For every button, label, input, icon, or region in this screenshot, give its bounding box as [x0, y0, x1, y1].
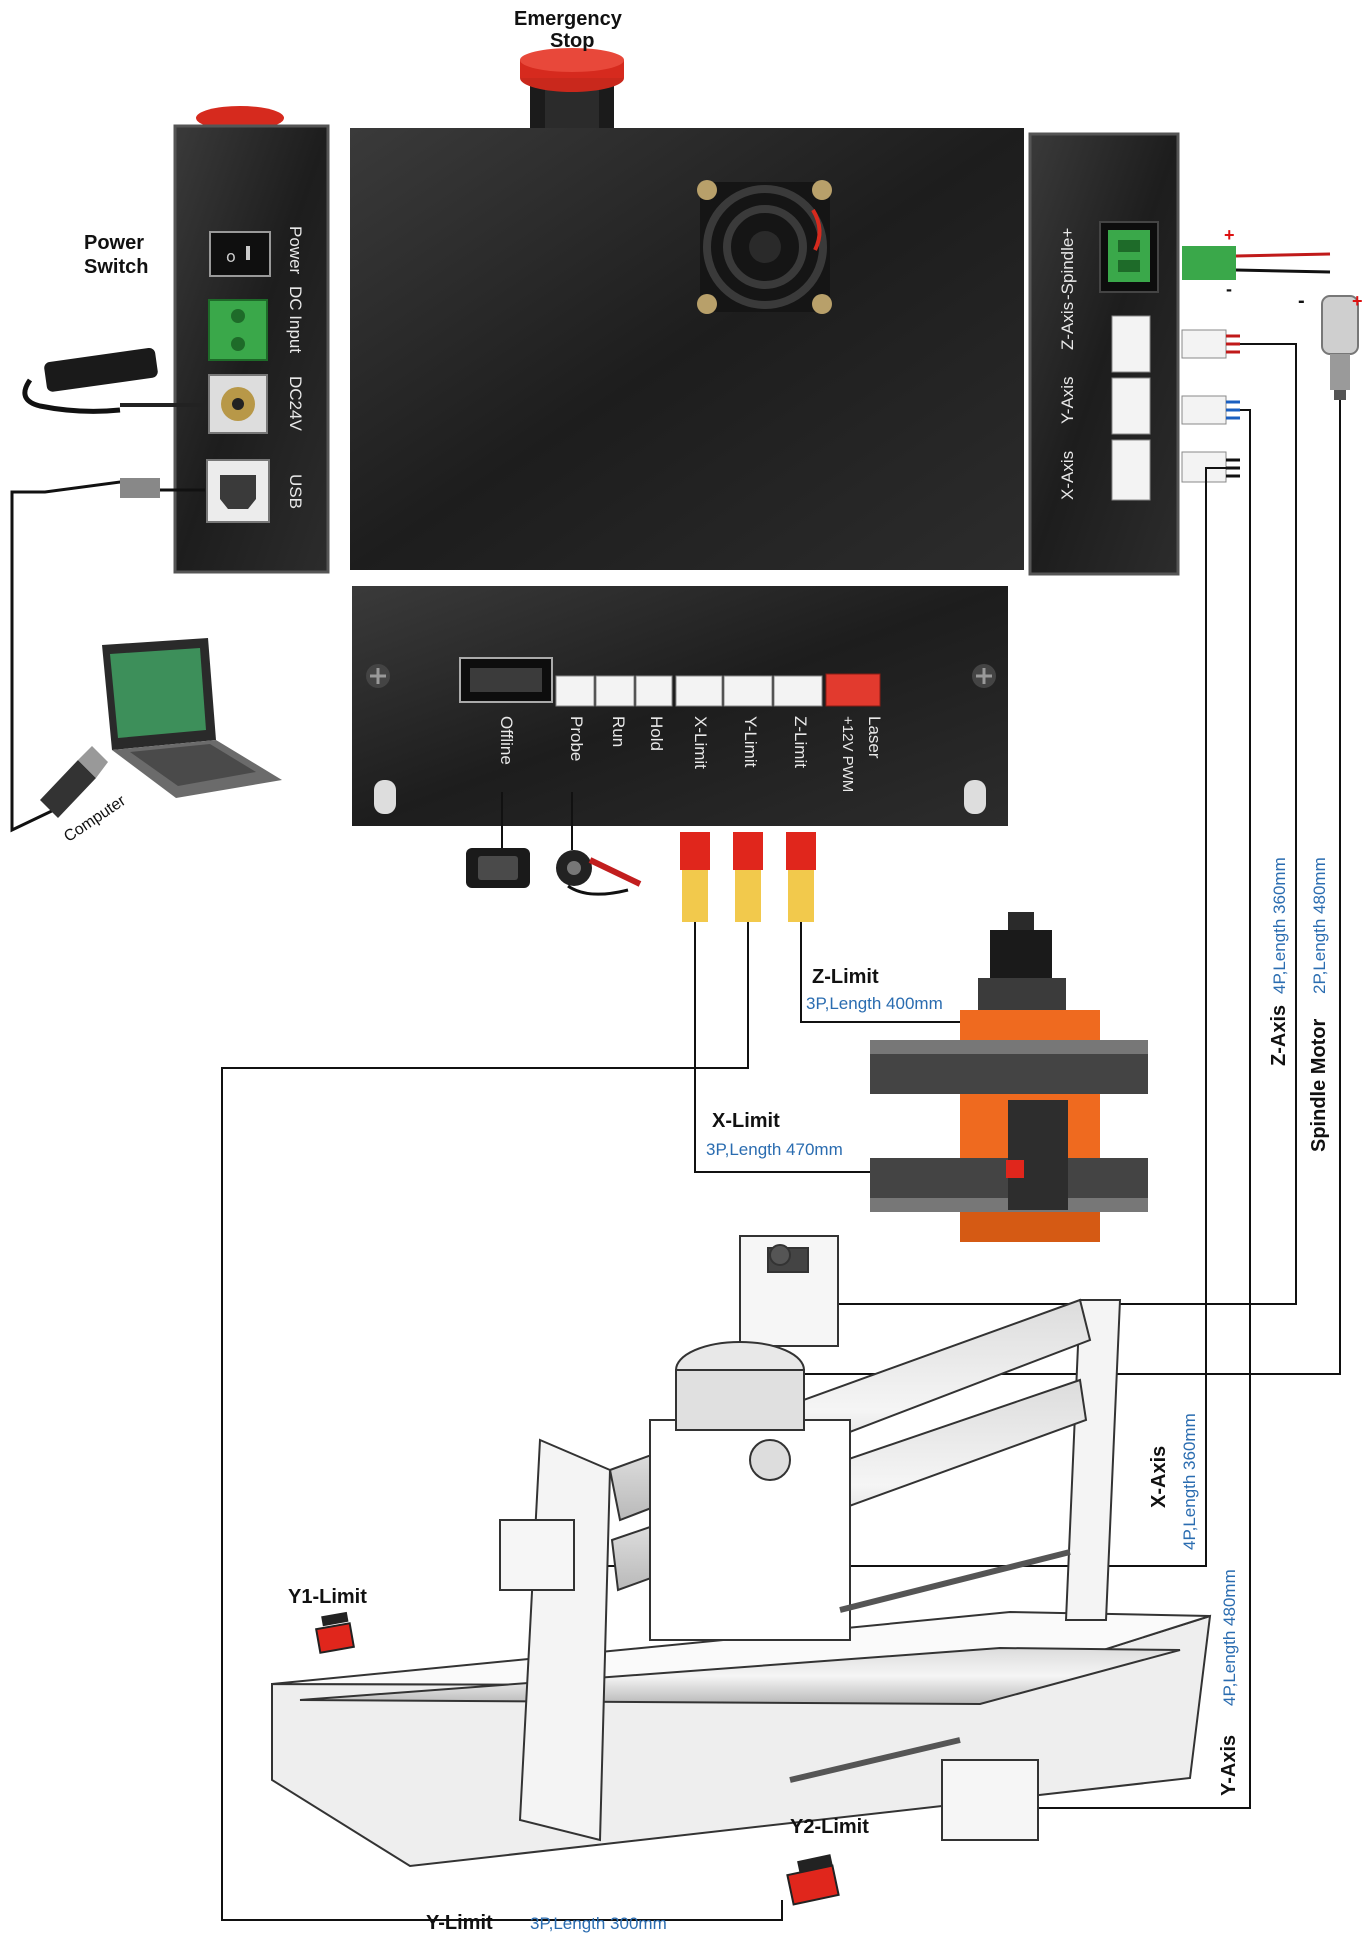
spindle-motor-icon — [1321, 295, 1359, 400]
motor-plus-marker: + — [1352, 291, 1363, 311]
usb-cable — [10, 478, 205, 833]
power-adapter-icon — [22, 347, 205, 414]
y1-limit-label: Y1-Limit — [288, 1586, 367, 1608]
motor-plugs — [1181, 329, 1240, 483]
port-label-y-axis: Y-Axis — [1058, 376, 1077, 424]
port-label-z-limit: Z-Limit — [791, 716, 810, 768]
z-axis-label: Z-Axis — [1268, 1004, 1290, 1066]
port-label-x-axis: X-Axis — [1058, 450, 1077, 500]
power-switch-label-line2: Switch — [84, 256, 149, 278]
spindle-motor-label: Spindle Motor — [1308, 1018, 1330, 1152]
y2-limit-label: Y2-Limit — [790, 1816, 869, 1838]
port-label-hold: Hold — [647, 716, 666, 751]
y-axis-spec: 4P,Length 480mm — [1220, 1569, 1239, 1706]
spindle-motor-spec: 2P,Length 480mm — [1310, 857, 1329, 994]
power-switch-icon — [209, 231, 271, 277]
emergency-stop-button — [520, 48, 624, 134]
y-limit-spec: 3P,Length 300mm — [530, 1914, 667, 1933]
z-axis-spec: 4P,Length 360mm — [1270, 857, 1289, 994]
y-limit-label: Y-Limit — [426, 1912, 493, 1934]
port-label-dc-input: DC Input — [286, 286, 305, 354]
z-limit-spec: 3P,Length 400mm — [806, 994, 943, 1013]
cnc-machine-illustration — [271, 1235, 1212, 1868]
port-label-z-axis: Z-Axis — [1058, 301, 1077, 350]
y1-limit-switch-icon — [315, 1611, 355, 1654]
port-label-y-limit: Y-Limit — [741, 716, 760, 768]
probe-icon — [556, 850, 642, 896]
motor-minus-marker: - — [1298, 290, 1305, 312]
emergency-stop-label-line1: Emergency — [514, 8, 622, 30]
port-label-run: Run — [609, 716, 628, 748]
power-switch-label-line1: Power — [84, 232, 145, 254]
controller-front-panel — [352, 586, 1008, 826]
port-label-laser: Laser — [865, 716, 884, 759]
y-axis-label: Y-Axis — [1218, 1734, 1240, 1796]
z-axis-assembly-illustration — [870, 912, 1148, 1242]
port-label-power: Power — [286, 226, 305, 275]
port-label-spindle: -Spindle+ — [1058, 227, 1077, 300]
port-label-x-limit: X-Limit — [691, 716, 710, 769]
x-limit-label: X-Limit — [712, 1110, 780, 1132]
emergency-stop-label-line2: Stop — [550, 30, 595, 52]
limit-connectors — [680, 832, 816, 922]
x-axis-spec: 4P,Length 360mm — [1180, 1413, 1199, 1550]
spindle-terminal-icon — [1182, 246, 1331, 280]
port-label-dc24v: DC24V — [286, 376, 305, 431]
x-limit-spec: 3P,Length 470mm — [706, 1140, 843, 1159]
port-label-probe: Probe — [567, 716, 586, 762]
svg-text:o: o — [226, 247, 236, 266]
usb-plug-icon — [40, 746, 108, 818]
port-label-offline: Offline — [497, 716, 516, 765]
fan-icon — [697, 180, 832, 314]
right-side-panel — [1028, 132, 1180, 576]
port-label-12v-pwm: +12V PWM — [839, 716, 856, 793]
spindle-plus-marker: + — [1224, 225, 1235, 245]
x-axis-label: X-Axis — [1148, 1445, 1170, 1508]
y2-limit-switch-icon — [786, 1854, 840, 1906]
controller-top-face — [350, 128, 1024, 570]
port-label-usb: USB — [286, 474, 305, 509]
left-side-panel: o — [173, 106, 330, 574]
spindle-minus-marker: - — [1226, 279, 1232, 299]
laptop-icon — [102, 638, 282, 798]
z-limit-label: Z-Limit — [812, 966, 879, 988]
